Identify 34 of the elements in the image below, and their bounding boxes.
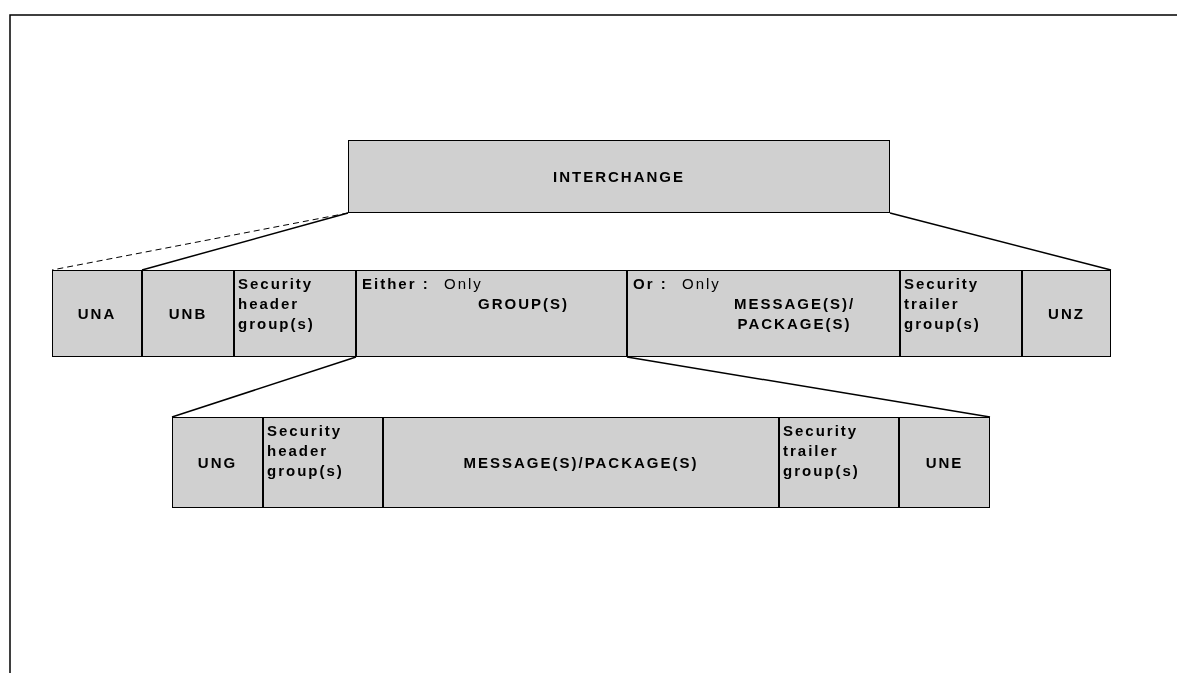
segment-label: MESSAGE(S)/ PACKAGE(S): [732, 294, 857, 334]
expansion-line: [141, 212, 349, 271]
expansion-line: [171, 356, 357, 418]
segment-label: INTERCHANGE: [553, 166, 685, 187]
segment-box: [900, 270, 1022, 357]
interchange-box: [348, 140, 890, 213]
segment-box: [779, 417, 899, 508]
segment-label: Security trailer group(s): [783, 421, 861, 481]
segment-label: Security header group(s): [267, 421, 345, 481]
segment-box: [899, 417, 990, 508]
segment-box: [263, 417, 383, 508]
segment-label: Security trailer group(s): [904, 274, 982, 334]
choice-qualifier: Only: [682, 274, 721, 294]
expansion-line: [626, 356, 991, 418]
segment-box: [52, 270, 142, 357]
segment-label: MESSAGE(S)/PACKAGE(S): [463, 452, 699, 473]
segment-label: UNB: [168, 303, 208, 324]
segment-label: UNE: [925, 452, 964, 473]
or-segment: [627, 270, 900, 357]
segment-label: UNZ: [1048, 303, 1085, 324]
expansion-line: [889, 212, 1112, 271]
choice-keyword: Either :: [362, 274, 430, 294]
choice-qualifier: Only: [444, 274, 483, 294]
segment-label: UNA: [77, 303, 117, 324]
choice-keyword: Or :: [633, 274, 668, 294]
segment-label: GROUP(S): [477, 294, 570, 314]
segment-label: Security header group(s): [238, 274, 316, 334]
segment-box: [234, 270, 356, 357]
segment-label: UNG: [197, 452, 238, 473]
segment-box: [383, 417, 779, 508]
segment-box: [172, 417, 263, 508]
either-segment: [356, 270, 627, 357]
segment-box: [1022, 270, 1111, 357]
segment-box: [142, 270, 234, 357]
